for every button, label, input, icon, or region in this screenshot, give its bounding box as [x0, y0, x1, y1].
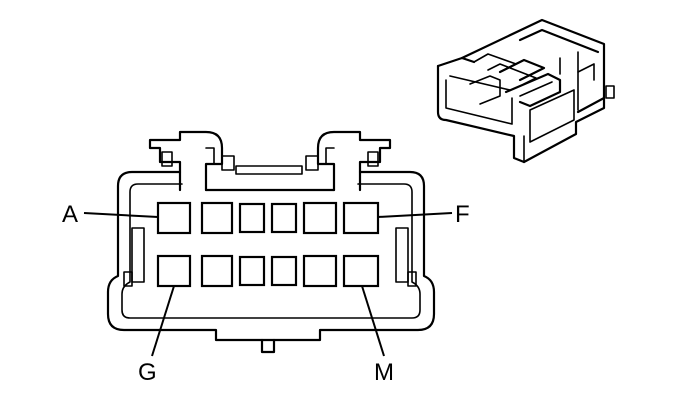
housing-outer-outline — [106, 170, 436, 342]
cavity-row-top — [156, 201, 380, 235]
pin-label-m: M — [374, 359, 394, 386]
cavity-a — [156, 201, 192, 235]
right-lock-slot — [395, 227, 409, 283]
cavity-h — [200, 254, 234, 288]
cavity-k — [270, 255, 298, 287]
leader-f — [377, 212, 453, 218]
cavity-d — [270, 202, 298, 234]
cavity-c — [238, 202, 266, 234]
bottom-key — [260, 338, 276, 354]
right-latch — [316, 130, 392, 192]
iso-body-top — [460, 18, 606, 114]
cavity-b — [200, 201, 234, 235]
iso-side-face — [522, 96, 606, 164]
iso-latch — [498, 58, 546, 82]
leader-g — [151, 285, 175, 357]
cavity-g — [156, 254, 192, 288]
cavity-e — [302, 201, 338, 235]
cavity-l — [302, 254, 338, 288]
connector-isometric-view — [436, 18, 615, 164]
pin-label-a: A — [62, 201, 78, 228]
pin-label-g: G — [138, 359, 157, 386]
cavity-row-bottom — [156, 254, 380, 288]
cavity-f — [342, 201, 380, 235]
cavity-m — [342, 254, 380, 288]
left-latch — [148, 130, 224, 192]
leader-m — [361, 285, 385, 357]
cavity-j — [238, 255, 266, 287]
pin-label-f: F — [455, 201, 470, 228]
leader-a — [83, 212, 159, 218]
housing-inner-outline — [121, 183, 421, 319]
iso-front-face — [436, 64, 526, 164]
connector-face-view: A F G M — [62, 130, 470, 386]
left-lock-slot — [131, 227, 145, 283]
